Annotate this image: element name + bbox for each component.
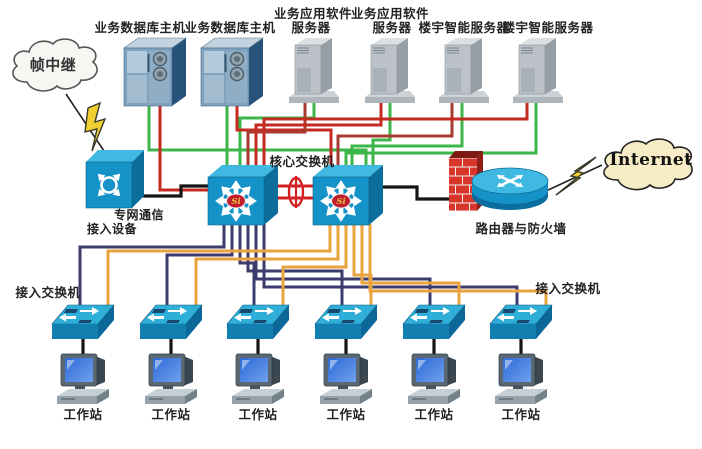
label-workstation-3: 工作站 (238, 407, 278, 422)
access-switch-icon (313, 300, 379, 342)
router-icon (470, 166, 550, 218)
workstation-icon (228, 350, 288, 404)
label-building-server-2: 楼宇智能服务器 (502, 20, 594, 35)
tower-server-icon (287, 36, 339, 104)
label-internet: Internet (609, 150, 693, 170)
frame-relay-cloud (5, 30, 105, 98)
access-switch-icon (401, 300, 467, 342)
lightning-bolt-icon (84, 101, 107, 152)
label-workstation-6: 工作站 (501, 407, 541, 422)
lightning-bolt-icon (555, 156, 597, 196)
workstation-icon (53, 350, 113, 404)
label-app-server-1-line2: 服务器 (291, 20, 331, 35)
workstation-icon (141, 350, 201, 404)
label-wan-device-line1: 专网通信 (113, 208, 165, 222)
label-frame-relay: 帧中继 (29, 56, 77, 74)
label-access-switch-right: 接入交换机 (535, 281, 601, 296)
si-badge: Si (231, 197, 240, 207)
access-switch-icon (50, 300, 116, 342)
access-switch-icon (138, 300, 204, 342)
label-app-server-2-line2: 服务器 (372, 20, 412, 35)
label-building-server-1: 楼宇智能服务器 (418, 20, 510, 35)
access-links-orange (106, 224, 548, 312)
core-switch-icon: Si (207, 164, 279, 230)
label-core-switch: 核心交换机 (269, 154, 335, 169)
mainframe-server-icon (197, 36, 267, 108)
tower-server-icon (437, 36, 489, 104)
access-switch-icon (488, 300, 554, 342)
access-switch-icon (225, 300, 291, 342)
tower-server-icon (363, 36, 415, 104)
tower-server-icon (511, 36, 563, 104)
label-workstation-5: 工作站 (414, 407, 454, 422)
wan-lines (65, 93, 603, 192)
label-wan-device-line2: 接入设备 (86, 222, 138, 236)
label-access-switch-left: 接入交换机 (15, 285, 81, 300)
label-workstation-1: 工作站 (63, 407, 103, 422)
label-app-server-2-line1: 业务应用软件 (350, 6, 430, 21)
label-workstation-2: 工作站 (151, 407, 191, 422)
internet-cloud (596, 132, 702, 196)
workstation-icon (404, 350, 464, 404)
label-db-host-1: 业务数据库主机 (94, 20, 186, 35)
si-badge: Si (336, 197, 345, 207)
trunk-links-black (81, 184, 523, 364)
mainframe-server-icon (120, 36, 190, 108)
workstation-icon (491, 350, 551, 404)
core-interconnect (277, 176, 315, 208)
label-workstation-4: 工作站 (326, 407, 366, 422)
label-app-server-1-line1: 业务应用软件 (273, 6, 353, 21)
label-router-firewall: 路由器与防火墙 (475, 221, 567, 236)
label-db-host-2: 业务数据库主机 (184, 20, 276, 35)
wan-access-device-icon (84, 148, 146, 212)
workstation-icon (316, 350, 376, 404)
core-switch-icon: Si (312, 164, 384, 230)
